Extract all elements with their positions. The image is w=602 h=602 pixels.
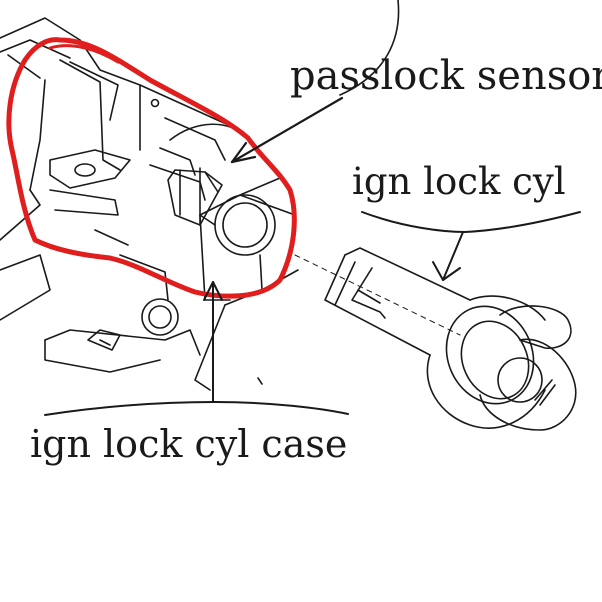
ign-lock-cyl-case-leader bbox=[44, 281, 349, 416]
ign-lock-cyl-leader bbox=[361, 211, 581, 281]
highlight-circle bbox=[6, 37, 297, 299]
ign-lock-cyl-label: ign lock cyl bbox=[352, 160, 566, 203]
passlock-sensor-label: passlock sensor bbox=[290, 53, 602, 99]
passlock-arrow bbox=[230, 96, 344, 164]
alignment-centerline bbox=[294, 254, 461, 336]
lock-housing bbox=[0, 17, 299, 391]
ign-lock-cyl-case-label: ign lock cyl case bbox=[30, 422, 348, 466]
housing-outline-arc bbox=[339, 0, 400, 96]
ign-lock-cylinder bbox=[324, 247, 577, 431]
